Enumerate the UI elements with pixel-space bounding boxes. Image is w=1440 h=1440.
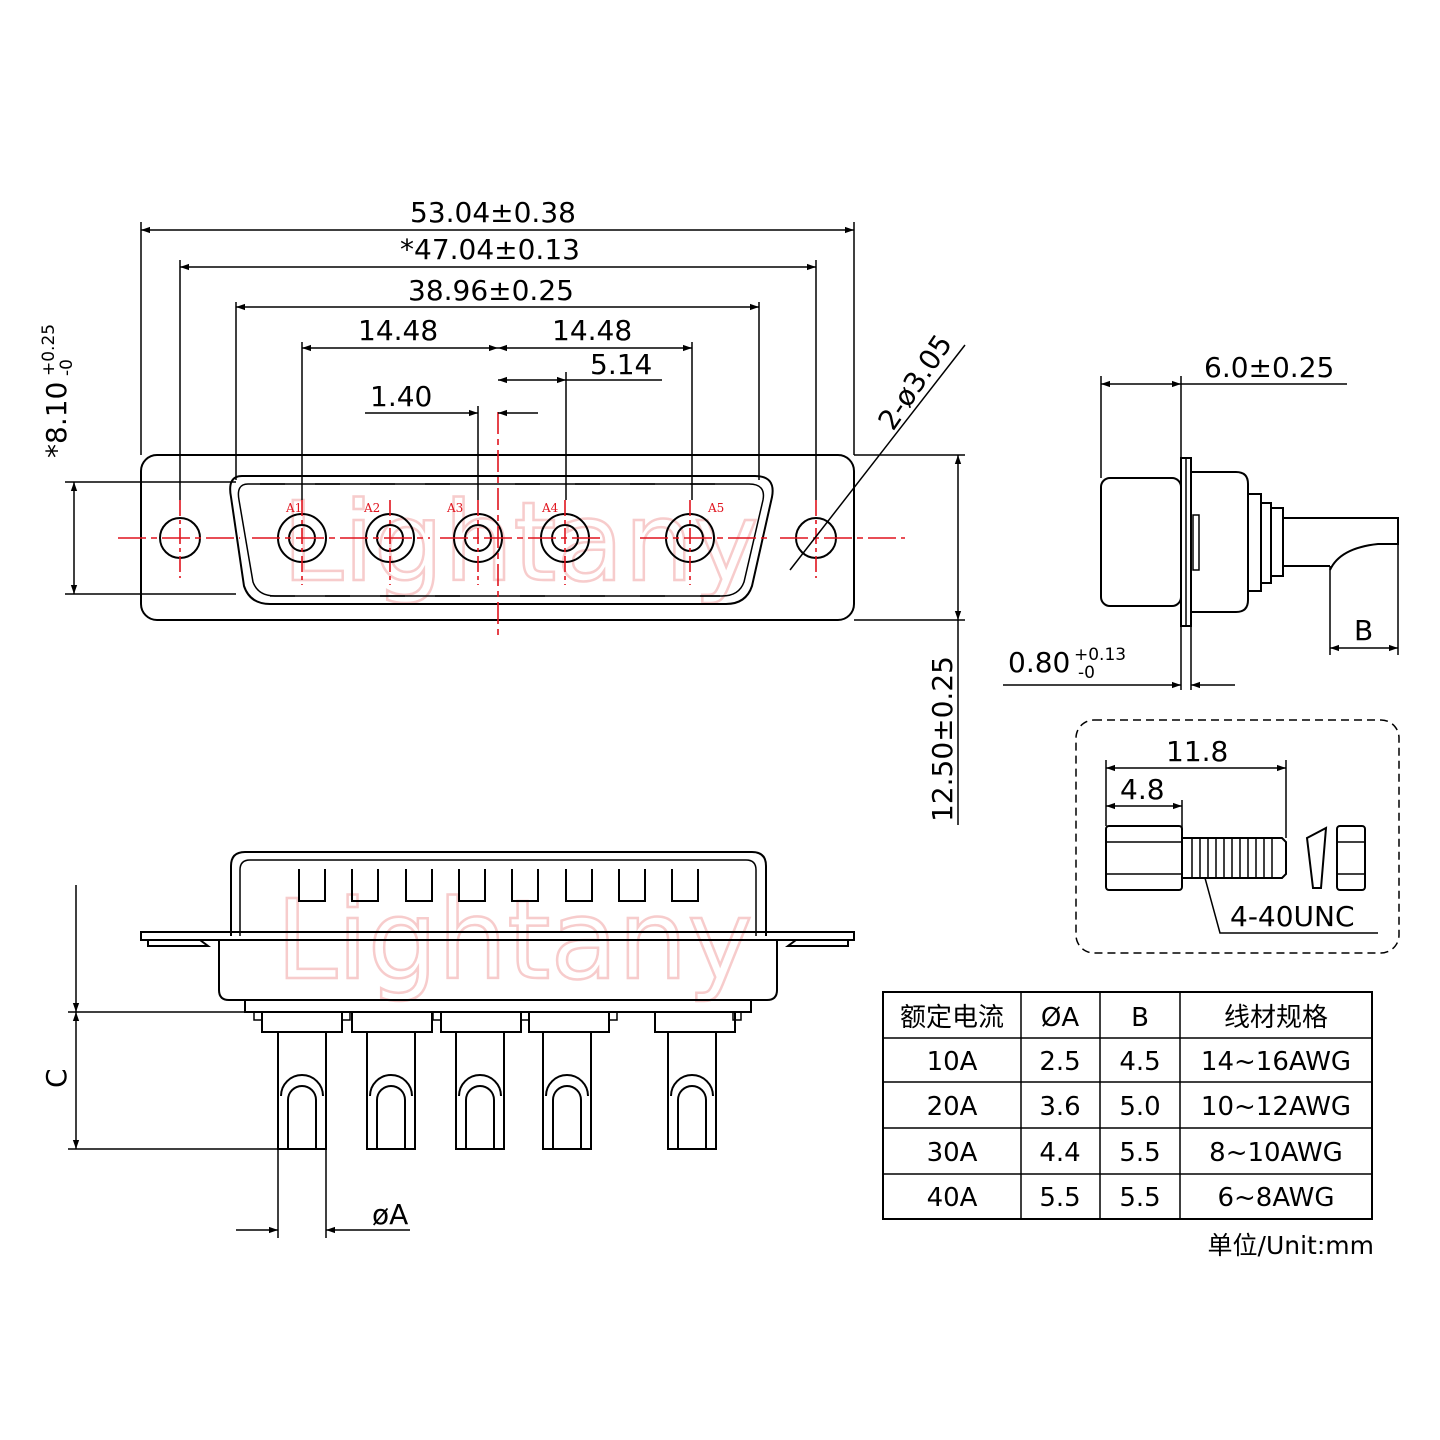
dim-height-main-sup: +0.25 [39, 324, 59, 376]
screw-thread [1181, 837, 1287, 879]
front-contact-5 [654, 1011, 736, 1150]
table-cell: 4.4 [1039, 1138, 1080, 1168]
table-cell: 5.0 [1119, 1092, 1160, 1122]
hex-nut [1336, 825, 1366, 891]
dim-left-pitch-text: 14.48 [358, 314, 438, 347]
dim-small-text: 1.40 [370, 380, 432, 413]
table-cell: 4.5 [1119, 1047, 1160, 1077]
front-contacts [253, 1011, 742, 1150]
dim-height-main-group: *8.10 +0.25 -0 [39, 324, 77, 458]
dim-c-text: C [40, 1068, 73, 1088]
side-contact [1283, 517, 1399, 571]
front-contact-4 [528, 1011, 610, 1150]
thread-text: 4-40UNC [1230, 900, 1355, 933]
spec-table-border [882, 991, 1373, 1220]
table-cell: 8~10AWG [1209, 1138, 1343, 1168]
screw-detail-frame [1075, 719, 1400, 954]
table-header-b: B [1131, 1003, 1149, 1033]
table-cell: 20A [927, 1092, 978, 1122]
pin-label-a5: A5 [707, 501, 724, 515]
table-cell: 5.5 [1119, 1138, 1160, 1168]
front-extension-lines [68, 1011, 327, 1238]
table-header-wire: 线材规格 [1224, 1003, 1328, 1033]
table-cell: 2.5 [1039, 1047, 1080, 1077]
shell-dashes [260, 483, 720, 597]
shell-inner [237, 483, 765, 597]
spec-table: 额定电流 ØA B 线材规格 10A 2.5 4.5 14~16AWG 20A … [882, 991, 1374, 1260]
table-cell: 10A [927, 1047, 978, 1077]
dim-depth-text: 6.0±0.25 [1204, 351, 1334, 384]
front-shell [230, 851, 767, 936]
shell-outer [229, 475, 774, 605]
side-extension-lines [1100, 376, 1399, 690]
dim-mount-text: *47.04±0.13 [400, 233, 580, 266]
side-view: 6.0±0.25 0.80 +0.13 -0 B [1003, 351, 1399, 690]
unit-label: 单位/Unit:mm [1208, 1231, 1374, 1260]
pin-label-a2: A2 [363, 501, 380, 515]
thread-leader [1204, 877, 1378, 934]
top-view: Lightany [39, 196, 966, 825]
table-cell: 40A [927, 1183, 978, 1213]
front-flange [140, 931, 855, 941]
front-contact-3 [440, 1011, 522, 1150]
dim-b-text: B [1354, 614, 1373, 647]
screw-detail: 11.8 4.8 4-40UNC [1075, 719, 1400, 954]
table-header-current: 额定电流 [900, 1003, 1004, 1033]
dim-offset-text: 5.14 [590, 348, 652, 381]
dim-a-text: øA [372, 1198, 408, 1231]
dim-flange-sup: +0.13 [1074, 645, 1126, 665]
front-flange-lip [147, 939, 849, 947]
watermark: Lightany [282, 478, 759, 606]
extension-lines [65, 222, 965, 621]
table-header-diameter: ØA [1041, 1003, 1079, 1033]
table-cell: 5.5 [1039, 1183, 1080, 1213]
screw-thread-lines [1191, 838, 1273, 878]
table-cell: 3.6 [1039, 1092, 1080, 1122]
table-cell: 10~12AWG [1201, 1092, 1351, 1122]
lock-washer [1305, 826, 1328, 889]
table-cell: 30A [927, 1138, 978, 1168]
screw-hex [1105, 825, 1183, 891]
dim-flange-text: 0.80 [1008, 646, 1070, 679]
pin-label-a1: A1 [285, 501, 302, 515]
front-shell-inner [239, 859, 757, 936]
front-view: Lightany [40, 851, 855, 1238]
dim-hex-length-text: 4.8 [1120, 773, 1165, 806]
pin-label-a3: A3 [446, 501, 463, 515]
side-shell [1100, 477, 1182, 607]
dim-height-flange-text: 12.50±0.25 [926, 656, 959, 822]
side-step-2 [1260, 502, 1272, 584]
dim-screw-length-text: 11.8 [1166, 735, 1228, 768]
side-step-3 [1270, 507, 1284, 577]
centerlines [118, 412, 905, 635]
table-cell: 6~8AWG [1217, 1183, 1334, 1213]
dim-height-main-text: *8.10 [40, 382, 73, 458]
dim-flange-sub: -0 [1078, 663, 1095, 683]
dim-shell-text: 38.96±0.25 [408, 274, 574, 307]
pin-label-a4: A4 [541, 501, 559, 515]
dim-overall-text: 53.04±0.38 [410, 196, 576, 229]
side-step-1 [1247, 493, 1262, 592]
dim-height-main-sub: -0 [57, 359, 77, 376]
front-contact-2 [351, 1011, 433, 1150]
front-slots [298, 869, 699, 902]
front-contact-1 [261, 1011, 343, 1150]
dim-holes-leader [789, 344, 966, 571]
table-cell: 5.5 [1119, 1183, 1160, 1213]
dim-holes-text: 2-ø3.05 [871, 328, 958, 435]
table-cell: 14~16AWG [1201, 1047, 1351, 1077]
dim-right-pitch-text: 14.48 [552, 314, 632, 347]
side-nub [1192, 514, 1200, 571]
